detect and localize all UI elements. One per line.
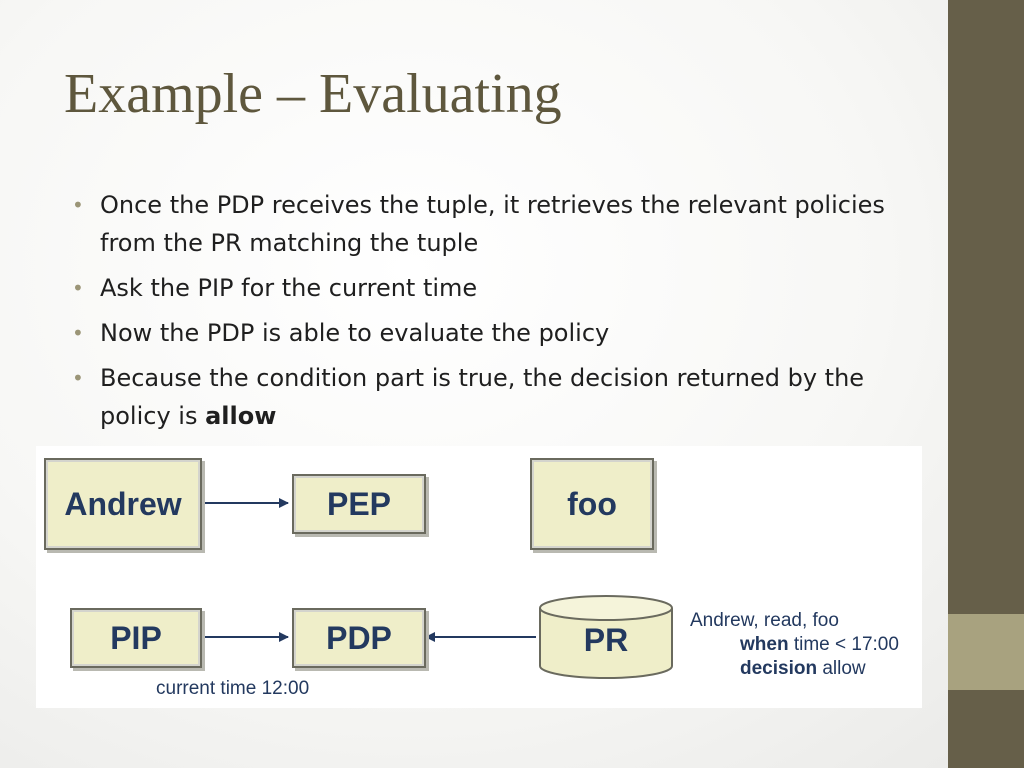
pip-note: current time 12:00 xyxy=(156,678,310,699)
bullet-item: Ask the PIP for the current time xyxy=(72,269,892,307)
arrow-layer xyxy=(202,498,536,642)
foo-box-label: foo xyxy=(567,485,617,522)
foo-box: foo xyxy=(530,458,654,550)
pr-database-icon xyxy=(539,595,673,679)
diagram-panel: Andrew PEP foo PIP PDP PR current time 1… xyxy=(36,446,922,708)
pdp-box-label: PDP xyxy=(326,619,392,656)
slide-title: Example – Evaluating xyxy=(64,63,562,125)
policy-decision-value: allow xyxy=(822,658,866,679)
bullet-text: Because the condition part is true, the … xyxy=(100,364,865,430)
andrew-box: Andrew xyxy=(44,458,202,550)
policy-when-keyword: when xyxy=(740,634,789,655)
policy-line-1: Andrew, read, foo xyxy=(690,610,839,631)
policy-line-decision: decision allow xyxy=(740,658,866,680)
bullet-text: Ask the PIP for the current time xyxy=(100,274,478,302)
pdp-box: PDP xyxy=(292,608,426,668)
andrew-box-label: Andrew xyxy=(64,485,182,522)
pep-box: PEP xyxy=(292,474,426,534)
bullet-text: Now the PDP is able to evaluate the poli… xyxy=(100,319,610,347)
bullet-bold-word: allow xyxy=(205,402,277,430)
policy-when-value: time < 17:00 xyxy=(793,634,899,655)
bullet-list: Once the PDP receives the tuple, it retr… xyxy=(72,186,892,442)
pip-box: PIP xyxy=(70,608,202,668)
policy-decision-keyword: decision xyxy=(740,658,818,679)
bullet-item: Once the PDP receives the tuple, it retr… xyxy=(72,186,892,262)
side-bar-accent xyxy=(948,614,1024,690)
pep-box-label: PEP xyxy=(326,485,392,522)
bullet-item: Because the condition part is true, the … xyxy=(72,359,892,435)
bullet-item: Now the PDP is able to evaluate the poli… xyxy=(72,314,892,352)
policy-line-when: when time < 17:00 xyxy=(740,634,899,656)
bullet-text: Once the PDP receives the tuple, it retr… xyxy=(100,191,885,257)
pip-box-label: PIP xyxy=(110,619,162,656)
pr-database-label: PR xyxy=(583,622,629,658)
